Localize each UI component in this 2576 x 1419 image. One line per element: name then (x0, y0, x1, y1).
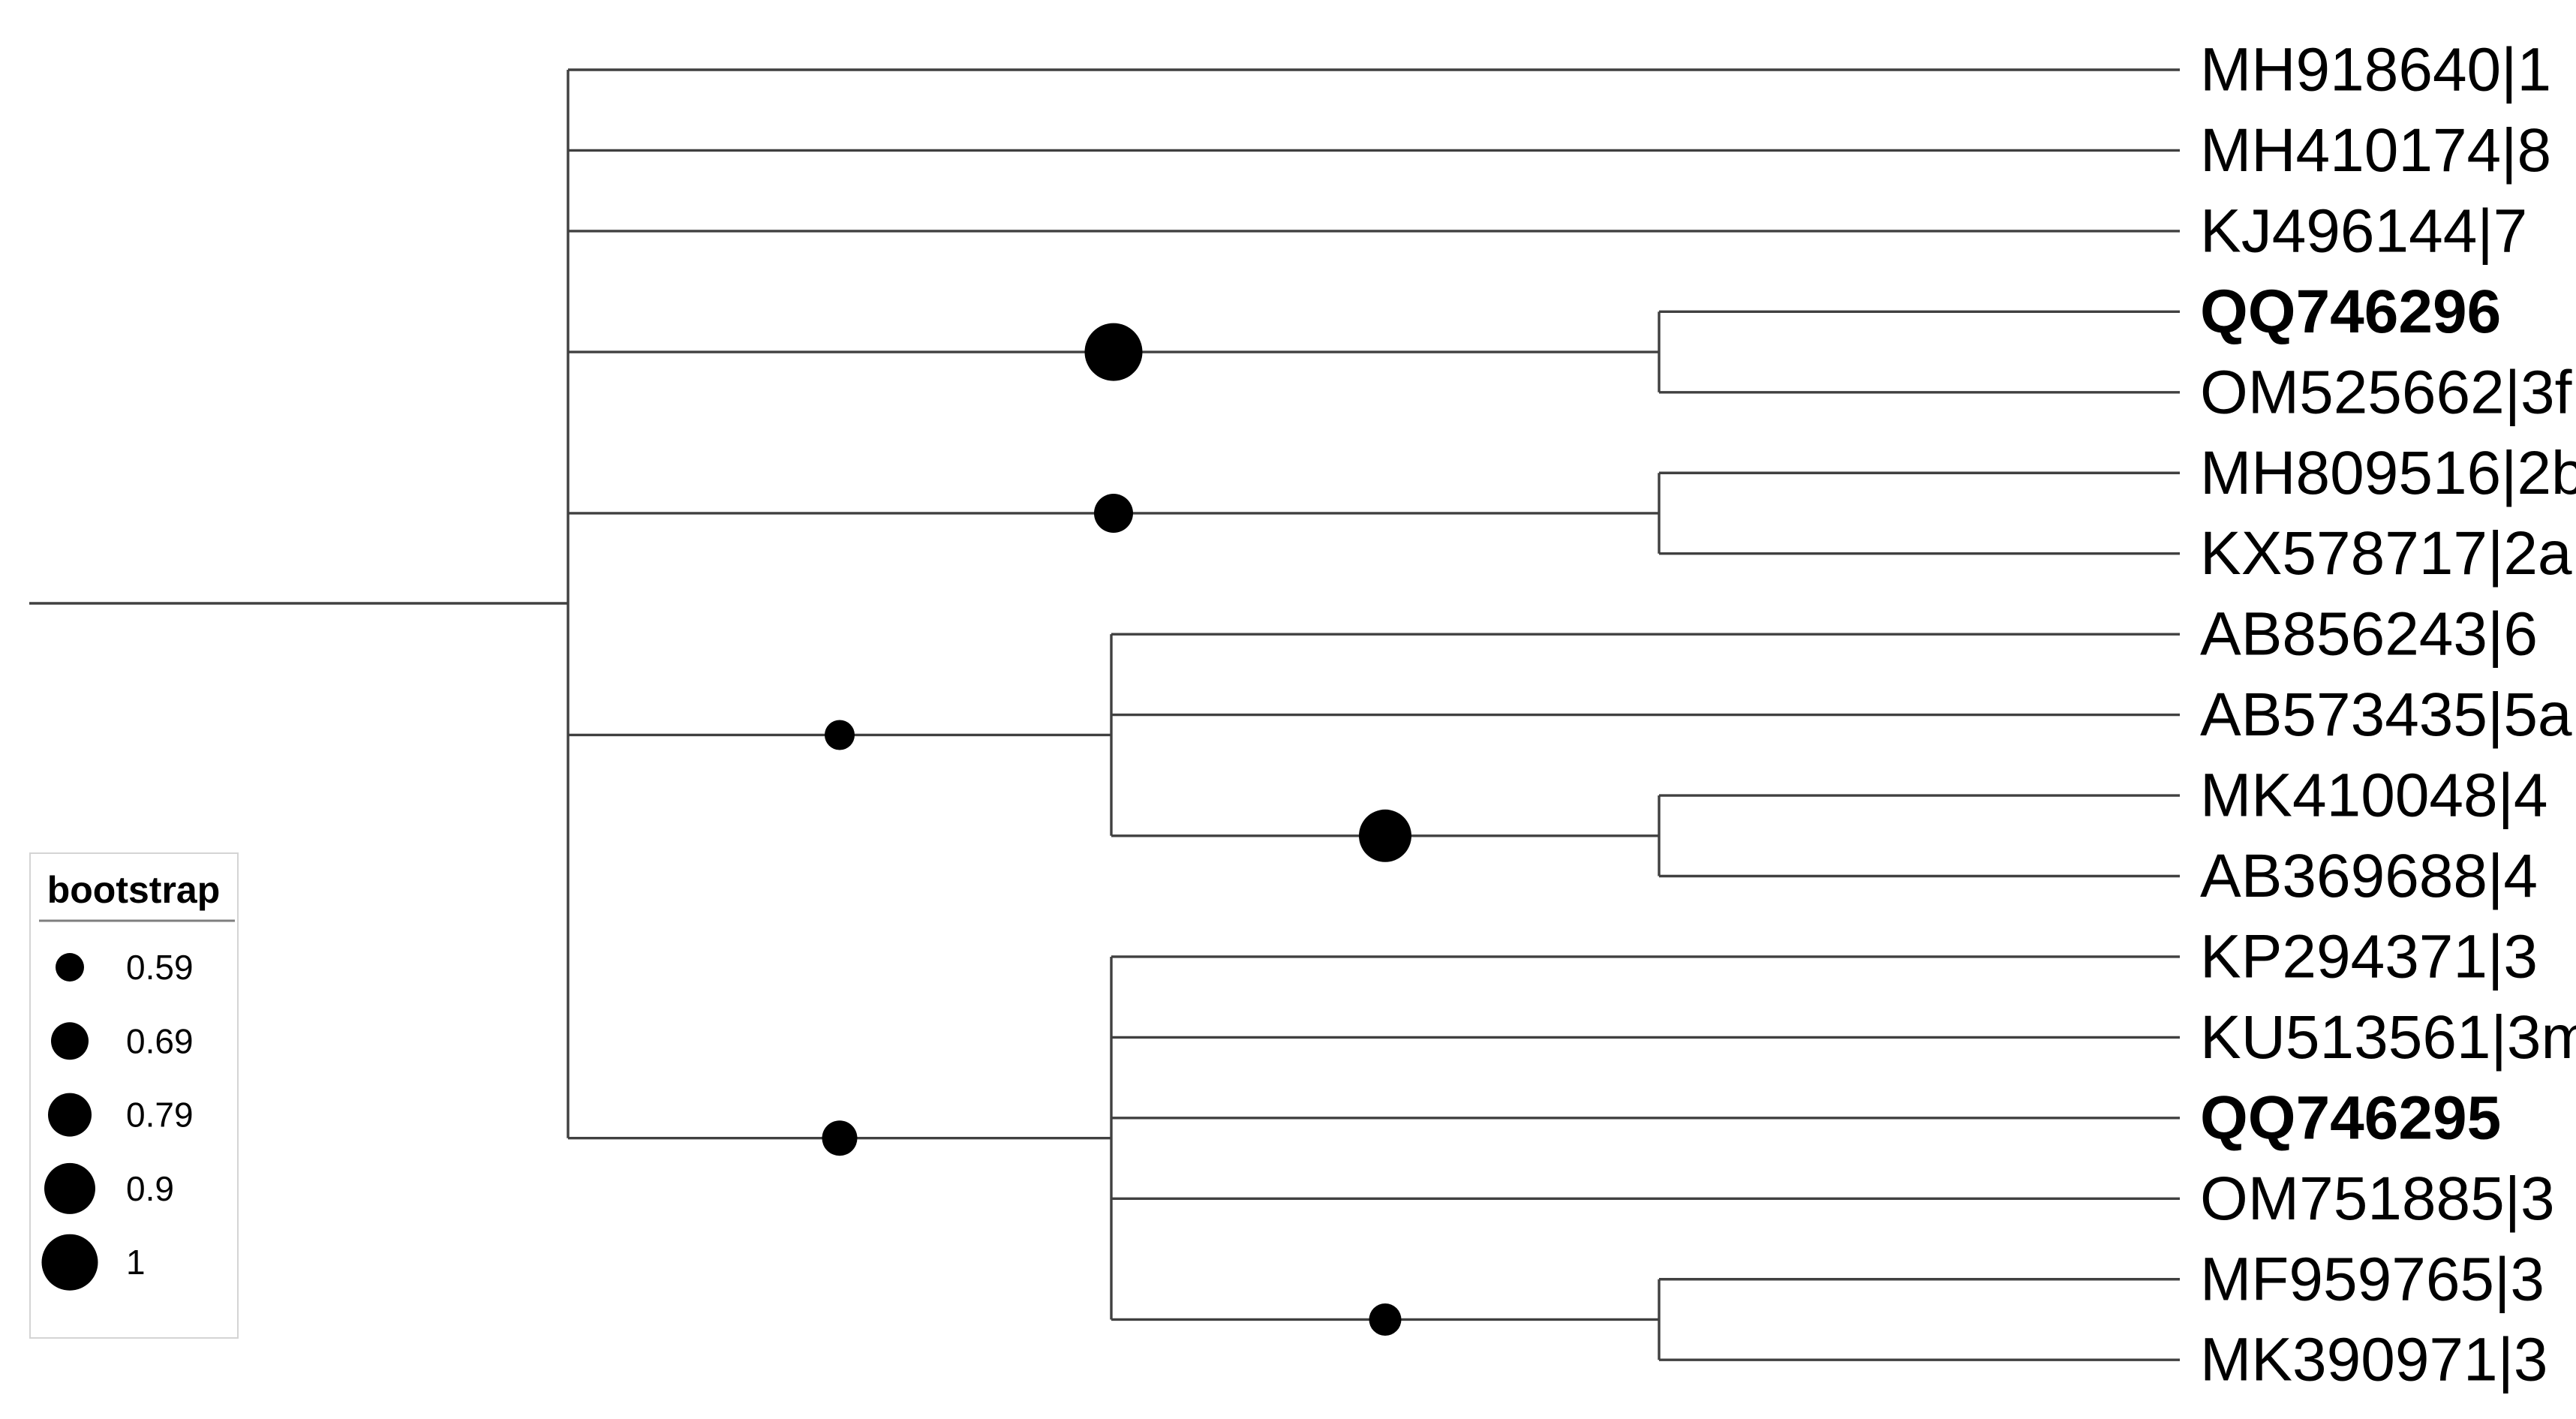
tip-label: MH410174|8 (2200, 116, 2551, 185)
bootstrap-node-circle (1369, 1303, 1402, 1336)
legend-size-circle (41, 1234, 98, 1291)
legend-size-circle (44, 1162, 95, 1214)
tip-label: OM525662|3f (2200, 358, 2572, 426)
tip-label: MF959765|3 (2200, 1245, 2544, 1313)
legend-item-label: 1 (126, 1243, 146, 1282)
bootstrap-node-circle (1084, 323, 1143, 381)
legend-title: bootstrap (47, 869, 221, 911)
tip-label: QQ746295 (2200, 1084, 2501, 1152)
tip-label: KU513561|3m (2200, 1003, 2576, 1072)
tip-label: QQ746296 (2200, 278, 2501, 346)
bootstrap-node-circle (822, 1120, 858, 1156)
bootstrap-node-circle (1359, 809, 1411, 862)
tip-label: OM751885|3 (2200, 1165, 2555, 1233)
legend-item-label: 0.79 (126, 1096, 194, 1135)
tip-label: AB573435|5a (2200, 681, 2572, 749)
tip-label: KX578717|2a (2200, 519, 2572, 588)
bootstrap-node-circle (1094, 493, 1133, 533)
tip-label: MK390971|3 (2200, 1326, 2548, 1394)
bootstrap-node-circle (825, 720, 855, 750)
tip-label: AB369688|4 (2200, 842, 2538, 910)
tip-label: KP294371|3 (2200, 922, 2538, 991)
tip-label: MH809516|2b (2200, 439, 2576, 507)
legend-item-label: 0.9 (126, 1169, 174, 1208)
tip-label: KJ496144|7 (2200, 197, 2527, 265)
tip-label: AB856243|6 (2200, 600, 2538, 669)
tip-label: MK410048|4 (2200, 762, 2548, 830)
tip-label: MH918640|1 (2200, 36, 2551, 104)
legend-size-circle (51, 1022, 89, 1060)
legend-size-circle (56, 953, 84, 982)
legend-size-circle (48, 1093, 92, 1137)
legend-item-label: 0.59 (126, 948, 194, 987)
legend-item-label: 0.69 (126, 1021, 194, 1060)
